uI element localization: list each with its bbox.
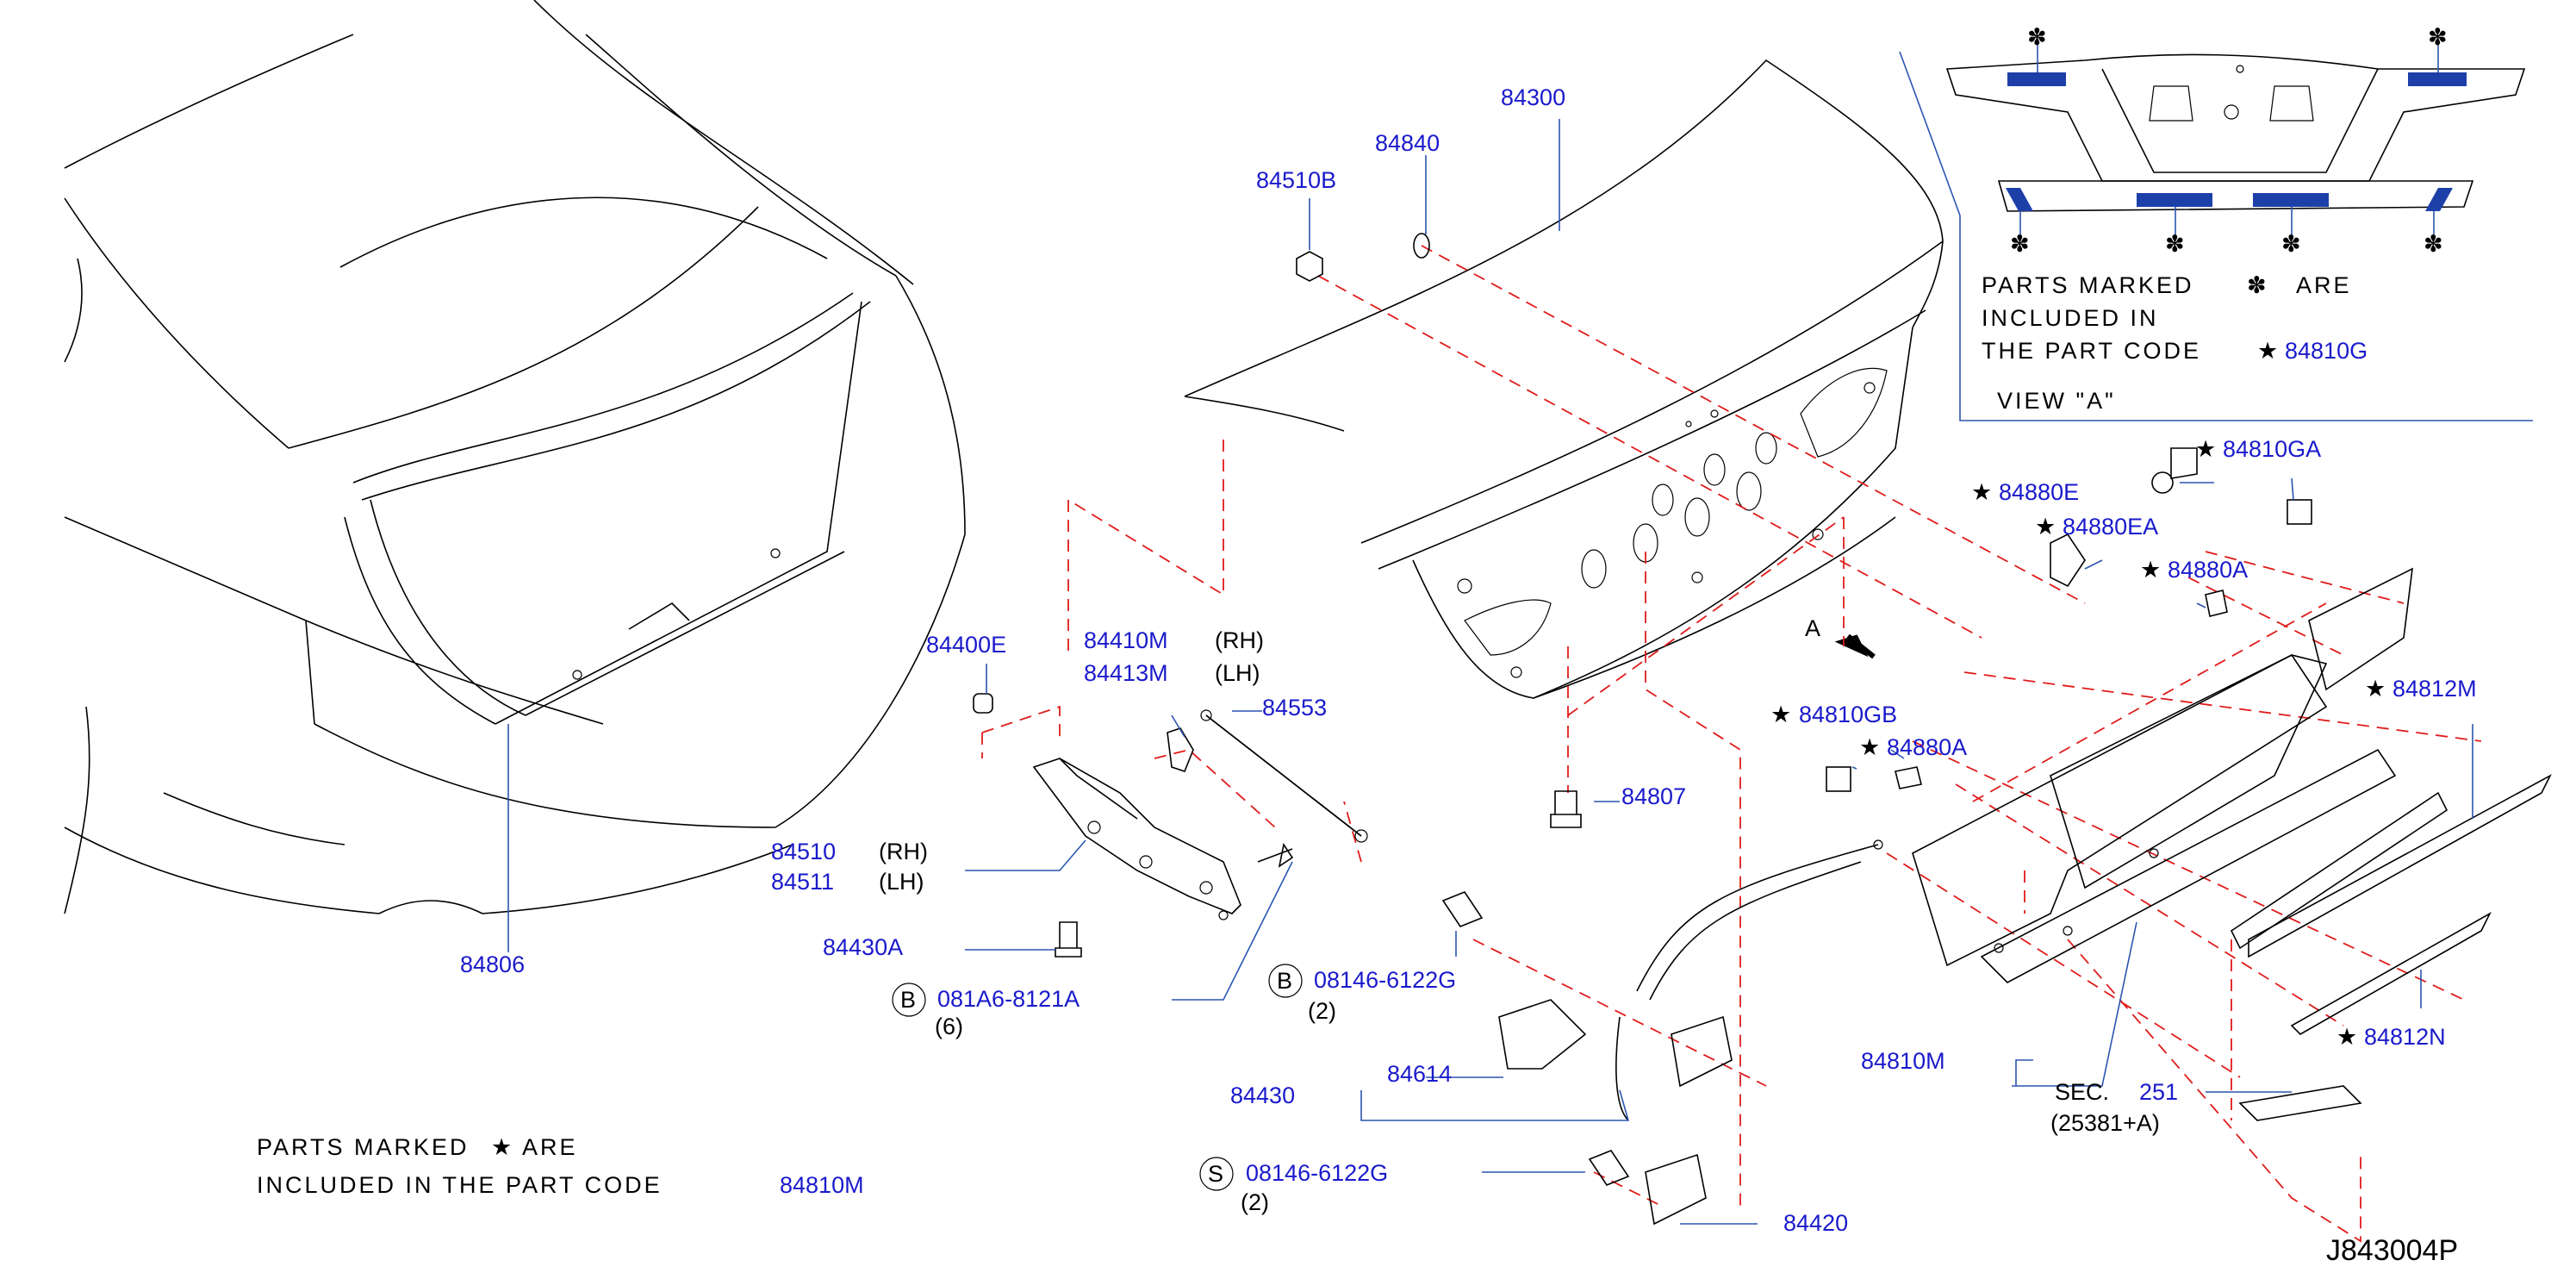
label-84410m-side: (RH)	[1215, 627, 1264, 653]
screw-s-qty: (2)	[1241, 1189, 1269, 1215]
car-body-illustration	[64, 0, 966, 914]
label-84400e: 84400E	[926, 632, 1006, 658]
label-84553: 84553	[1262, 695, 1327, 721]
label-84810m: 84810M	[1861, 1048, 1945, 1074]
section-sub: (25381+A)	[2050, 1110, 2160, 1136]
star-note: PARTS MARKED ★ ARE INCLUDED IN THE PART …	[257, 1134, 864, 1198]
flower-marker: ✽	[2010, 231, 2030, 257]
label-84880ea: 84880EA	[2063, 514, 2158, 540]
screw-s-marker: S	[1208, 1161, 1223, 1187]
view-a-title: VIEW "A"	[1997, 388, 2116, 414]
label-84880a-upper: 84880A	[2168, 557, 2248, 583]
label-84511-side: (LH)	[879, 869, 924, 895]
label-84812n: 84812N	[2364, 1024, 2446, 1050]
star-marker: ★	[2195, 436, 2216, 462]
hinge-assembly	[973, 233, 1630, 1186]
label-84810gb: 84810GB	[1799, 702, 1897, 727]
star-marker: ★	[2257, 338, 2278, 364]
label-84806: 84806	[460, 951, 525, 977]
label-84300: 84300	[1501, 84, 1565, 110]
diagram-id: J843004P	[2326, 1234, 2458, 1267]
star-marker: ★	[1971, 479, 1992, 505]
flower-marker: ✽	[2165, 231, 2185, 257]
flower-note-line1: PARTS MARKED	[1982, 272, 2194, 298]
star-note-code: 84810M	[780, 1172, 864, 1198]
leader-lines	[507, 119, 2473, 1225]
label-84510: 84510	[771, 839, 836, 864]
label-84880a-lower: 84880A	[1887, 734, 1967, 760]
label-84840: 84840	[1375, 130, 1440, 156]
flower-note-line1b: ARE	[2296, 272, 2352, 298]
flower-note-code: 84810G	[2285, 338, 2368, 364]
star-note-line1: PARTS MARKED	[257, 1134, 470, 1160]
flower-note-line2: INCLUDED IN	[1982, 305, 2159, 331]
star-marker: ★	[2035, 514, 2056, 540]
star-marker: ★	[1859, 734, 1880, 760]
assembly-lines	[981, 245, 2482, 1243]
label-84614: 84614	[1387, 1061, 1452, 1087]
bolt-b2-code: 08146-6122G	[1314, 967, 1456, 993]
label-84511: 84511	[771, 869, 834, 895]
flower-marker: ✽	[2424, 231, 2443, 257]
flower-marker: ✽	[2281, 231, 2301, 257]
part-labels: 84300 84840 84510B 84400E 84410M (RH) 84…	[460, 84, 2477, 1236]
star-marker: ★	[2140, 557, 2161, 583]
bolt-b2-marker: B	[1277, 968, 1292, 994]
label-84510-side: (RH)	[879, 839, 928, 864]
label-84510b: 84510B	[1256, 167, 1336, 193]
view-a-inset: ✽ ✽ ✽ ✽ ✽ ✽ PARTS MARKED ✽ ARE INCLUDED …	[1899, 24, 2533, 421]
flower-note-line3: THE PART CODE	[1982, 338, 2201, 364]
bolt-b1-marker: B	[900, 987, 916, 1013]
label-84807: 84807	[1621, 783, 1686, 809]
finisher-panel	[1826, 447, 2552, 1121]
bolt-b1-code: 081A6-8121A	[937, 986, 1080, 1012]
screw-s-code: 08146-6122G	[1246, 1160, 1388, 1186]
label-84413m: 84413M	[1084, 660, 1168, 686]
view-a-marker: A	[1805, 615, 1820, 641]
label-84430a: 84430A	[823, 934, 903, 960]
star-marker: ★	[2365, 676, 2386, 702]
bolt-b1-qty: (6)	[935, 1014, 963, 1039]
label-84413m-side: (LH)	[1215, 660, 1260, 686]
label-84880e: 84880E	[1999, 479, 2079, 505]
latch-assembly	[1498, 839, 1883, 1226]
label-84410m: 84410M	[1084, 627, 1168, 653]
star-marker: ★	[1770, 702, 1791, 727]
flower-marker: ✽	[2428, 24, 2448, 50]
star-note-line2: INCLUDED IN THE PART CODE	[257, 1172, 663, 1198]
star-note-line1b: ARE	[522, 1134, 578, 1160]
label-84430: 84430	[1230, 1082, 1295, 1108]
trunk-lid-illustration	[1184, 59, 1944, 699]
label-84420: 84420	[1783, 1210, 1848, 1236]
star-marker: ★	[2336, 1024, 2357, 1050]
flower-marker: ✽	[2027, 24, 2047, 50]
view-a-arrow: A	[1805, 615, 1876, 659]
flower-marker: ✽	[2247, 272, 2267, 298]
star-marker: ★	[491, 1134, 512, 1160]
section-number: 251	[2139, 1079, 2178, 1105]
bolt-b2-qty: (2)	[1308, 998, 1336, 1024]
label-84812m: 84812M	[2392, 676, 2477, 702]
label-84810ga: 84810GA	[2223, 436, 2321, 462]
section-prefix: SEC.	[2055, 1079, 2109, 1105]
